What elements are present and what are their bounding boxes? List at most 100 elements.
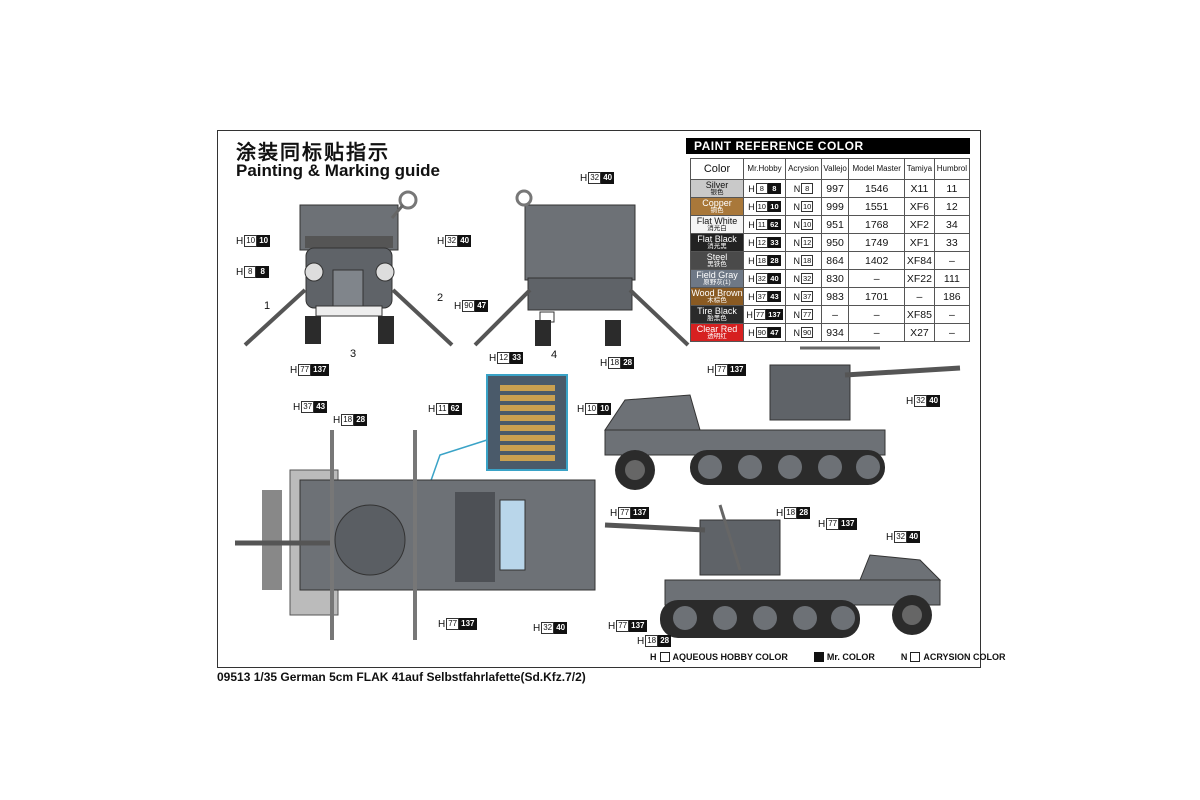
h-letter: H <box>748 255 755 266</box>
vallejo-cell: 864 <box>820 251 850 270</box>
callout-mr-code: 40 <box>458 235 472 247</box>
n-letter: N <box>793 183 801 194</box>
h-letter: H <box>437 235 445 247</box>
modelmaster-cell: 1701 <box>848 287 906 306</box>
h-letter: H <box>438 618 446 630</box>
top-view-drawing <box>235 430 596 640</box>
hobby-code: 12 <box>755 237 768 248</box>
tamiya-cell: – <box>904 287 935 306</box>
h-letter: H <box>748 219 755 230</box>
hobby-code: 37 <box>755 291 768 302</box>
color-name-zh: 原野灰(1) <box>703 279 731 287</box>
callout-code: 10 <box>585 403 599 415</box>
callout-mr-code: 40 <box>927 395 941 407</box>
acrysion-code: 8 <box>801 183 814 194</box>
humbrol-cell: 33 <box>933 233 971 252</box>
callout-code: 10 <box>244 235 258 247</box>
color-name-zh: 消光白 <box>707 225 727 233</box>
callout-code: 77 <box>298 364 312 376</box>
h-letter: H <box>577 403 585 415</box>
color-name: Flat White <box>696 215 738 226</box>
callout-code: 77 <box>826 518 840 530</box>
color-name: Wood Brown <box>691 287 743 298</box>
hobby-code: 77 <box>753 309 767 320</box>
callout-code: 18 <box>645 635 659 647</box>
n-letter: N <box>793 201 801 212</box>
h-letter: H <box>489 352 497 364</box>
callout-code: 8 <box>244 266 257 278</box>
outline-box-icon <box>910 652 921 662</box>
modelmaster-cell: 1402 <box>848 251 906 270</box>
paint-reference-table: Color Mr.Hobby Acrysion Vallejo Model Ma… <box>690 158 971 342</box>
col-mrhobby: Mr.Hobby <box>742 158 787 180</box>
color-name-zh: 胎黑色 <box>707 315 727 323</box>
modelmaster-cell: 1768 <box>848 215 906 234</box>
callout-code: 18 <box>341 414 355 426</box>
callout-mr-code: 28 <box>621 357 635 369</box>
tamiya-cell: XF2 <box>904 215 935 234</box>
legend-acrysion-label: ACRYSION COLOR <box>923 652 1006 662</box>
n-letter: N <box>793 255 801 266</box>
hobby-code: 90 <box>755 327 768 338</box>
h-letter: H <box>600 357 608 369</box>
n-letter: N <box>793 291 801 302</box>
humbrol-cell: 111 <box>933 269 971 288</box>
vallejo-cell: 999 <box>820 197 850 216</box>
h-letter: H <box>637 635 645 647</box>
kit-title-footer: 09513 1/35 German 5cm FLAK 41auf Selbstf… <box>217 670 586 684</box>
callout-mr-code: 137 <box>839 518 857 530</box>
callout-code: 37 <box>301 401 315 413</box>
callout-code: 18 <box>608 357 622 369</box>
col-color: Color <box>690 158 744 180</box>
color-name: Flat Black <box>697 233 737 244</box>
acrysion-code: 32 <box>801 273 814 284</box>
col-tamiya: Tamiya <box>904 158 935 180</box>
callout-mr-code: 28 <box>658 635 672 647</box>
h-letter: H <box>236 235 244 247</box>
color-name: Copper <box>702 197 732 208</box>
h-letter: H <box>748 327 755 338</box>
callout-code: 77 <box>618 507 632 519</box>
mr-code: 137 <box>766 309 783 320</box>
vallejo-cell: 950 <box>820 233 850 252</box>
callout-code: 12 <box>497 352 511 364</box>
h-letter: H <box>290 364 298 376</box>
h-letter: H <box>608 620 616 632</box>
tamiya-cell: XF85 <box>904 305 935 324</box>
h-letter: H <box>748 237 755 248</box>
h-letter: H <box>746 309 753 320</box>
col-vallejo: Vallejo <box>820 158 850 180</box>
tamiya-cell: XF84 <box>904 251 935 270</box>
callout-mr-code: 137 <box>459 618 477 630</box>
color-name-zh: 透明红 <box>707 333 727 341</box>
title-chinese: 涂装同标贴指示 <box>236 140 390 164</box>
